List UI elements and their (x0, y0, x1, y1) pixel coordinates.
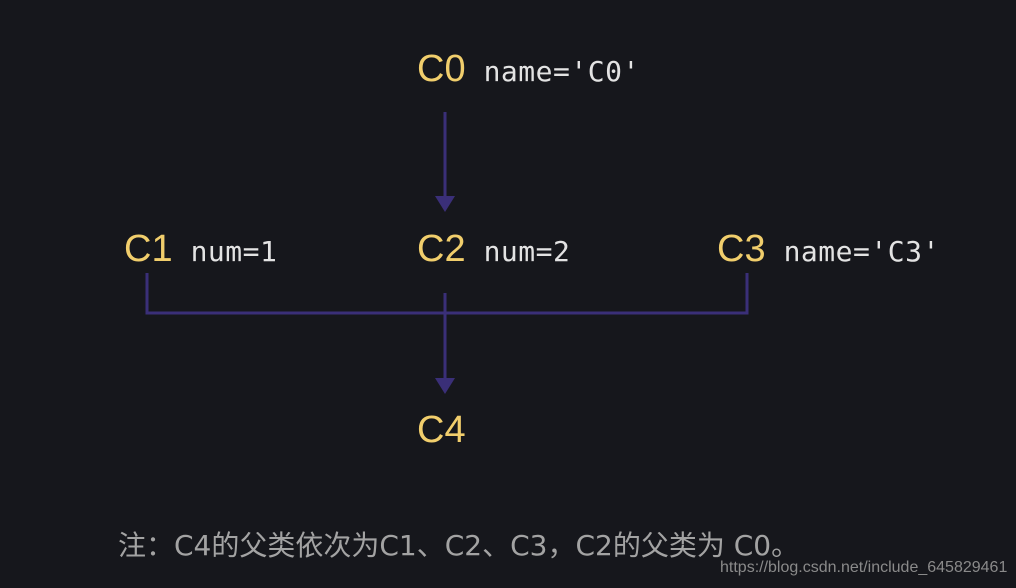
node-c4-label: C4 (417, 409, 466, 451)
arrowhead-c2-c4 (435, 378, 455, 394)
node-c3-label: C3 (717, 228, 766, 270)
node-c3-attribute: name='C3' (783, 235, 940, 268)
edge-bracket-c1-c3 (145, 273, 749, 315)
node-c0-label: C0 (417, 48, 466, 90)
node-c1-attribute: num=1 (190, 235, 278, 268)
node-c3: C3 name='C3' (717, 230, 940, 268)
node-c1: C1 num=1 (124, 230, 277, 268)
node-c0: C0 name='C0' (417, 50, 640, 88)
node-c1-label: C1 (124, 228, 173, 270)
node-c2-attribute: num=2 (483, 235, 571, 268)
arrowhead-c0-c2 (435, 196, 455, 212)
footnote: 注：C4的父类依次为C1、C2、C3，C2的父类为 C0。 (118, 529, 800, 562)
node-c4: C4 (417, 411, 466, 449)
node-c2: C2 num=2 (417, 230, 570, 268)
node-c2-label: C2 (417, 228, 466, 270)
watermark-url: https://blog.csdn.net/include_645829461 (720, 559, 1008, 576)
node-c0-attribute: name='C0' (483, 55, 640, 88)
